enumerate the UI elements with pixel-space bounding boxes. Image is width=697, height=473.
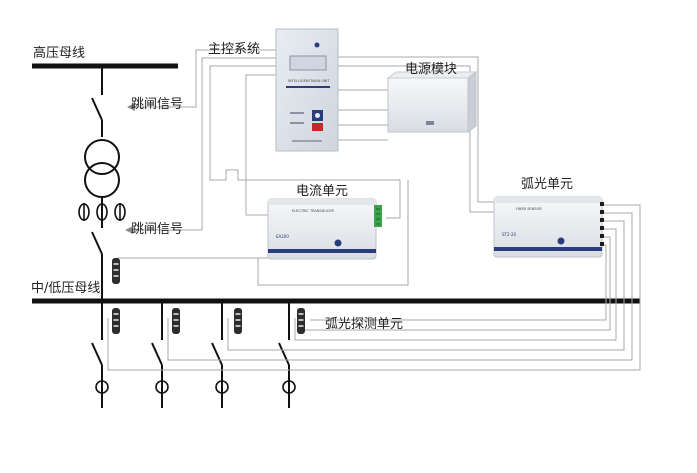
- arc-detect-unit-label: 弧光探测单元: [325, 317, 404, 332]
- arc-sensor-feeder-1: [112, 308, 120, 334]
- main-control-label: 主控系统: [208, 42, 261, 57]
- arc-unit-model: FIBER SENSOR: [516, 207, 542, 211]
- trip-signal-label-1: 跳闸信号: [131, 97, 184, 112]
- arc-sensor-feeder-3: [234, 308, 242, 334]
- main-panel-brand: INTELLIGENT: [288, 79, 311, 83]
- current-unit-code: EA200: [276, 234, 289, 239]
- arc-sensor-feeder-4: [297, 308, 305, 334]
- main-control-panel: INTELLIGENT MAIN UNIT: [275, 28, 339, 152]
- arc-unit-device: FIBER SENSOR ST2-20: [493, 196, 604, 258]
- main-feeder-cts: [78, 203, 126, 221]
- arc-sensor-busbar: [112, 258, 120, 284]
- arc-sensor-feeder-2: [172, 308, 180, 334]
- mlv-busbar-label: 中/低压母线: [31, 281, 101, 296]
- main-panel-display: [289, 55, 327, 71]
- outgoing-feeders: [91, 301, 290, 408]
- arc-unit-code: ST2-20: [502, 232, 517, 237]
- hv-busbar-label: 高压母线: [33, 46, 86, 61]
- current-unit-model: ELECTRIC TRANSDUCER: [292, 209, 335, 213]
- trip-signal-label-2: 跳闸信号: [131, 222, 184, 237]
- feeder-cts: [95, 380, 296, 394]
- power-module: [386, 71, 478, 133]
- arc-sensors: [112, 258, 305, 334]
- power-module-label: 电源模块: [405, 62, 458, 77]
- current-unit-device: ELECTRIC TRANSDUCER EA200: [267, 198, 382, 260]
- signal-wires: [107, 49, 641, 371]
- arc-unit-label: 弧光单元: [521, 177, 574, 192]
- main-feeder: [84, 66, 120, 301]
- current-unit-label: 电流单元: [296, 184, 349, 199]
- main-panel-name: MAIN UNIT: [311, 79, 330, 83]
